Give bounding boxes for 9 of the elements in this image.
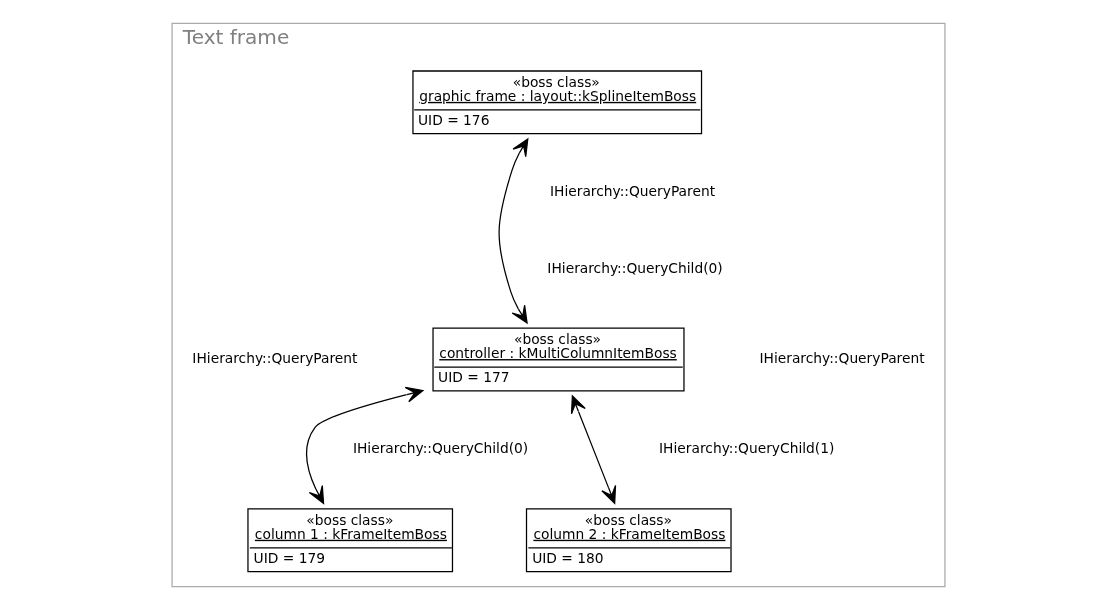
arrow xyxy=(570,395,617,504)
arrow xyxy=(498,138,529,324)
label: IHierarchy::QueryChild(1) xyxy=(659,440,835,457)
label: IHierarchy::QueryParent xyxy=(192,350,358,367)
label: IHierarchy::QueryParent xyxy=(549,183,716,200)
label: IHierarchy::QueryParent xyxy=(759,350,925,367)
arrow xyxy=(306,386,424,504)
label: IHierarchy::QueryChild(0) xyxy=(547,259,723,276)
label: IHierarchy::QueryChild(0) xyxy=(352,440,529,457)
